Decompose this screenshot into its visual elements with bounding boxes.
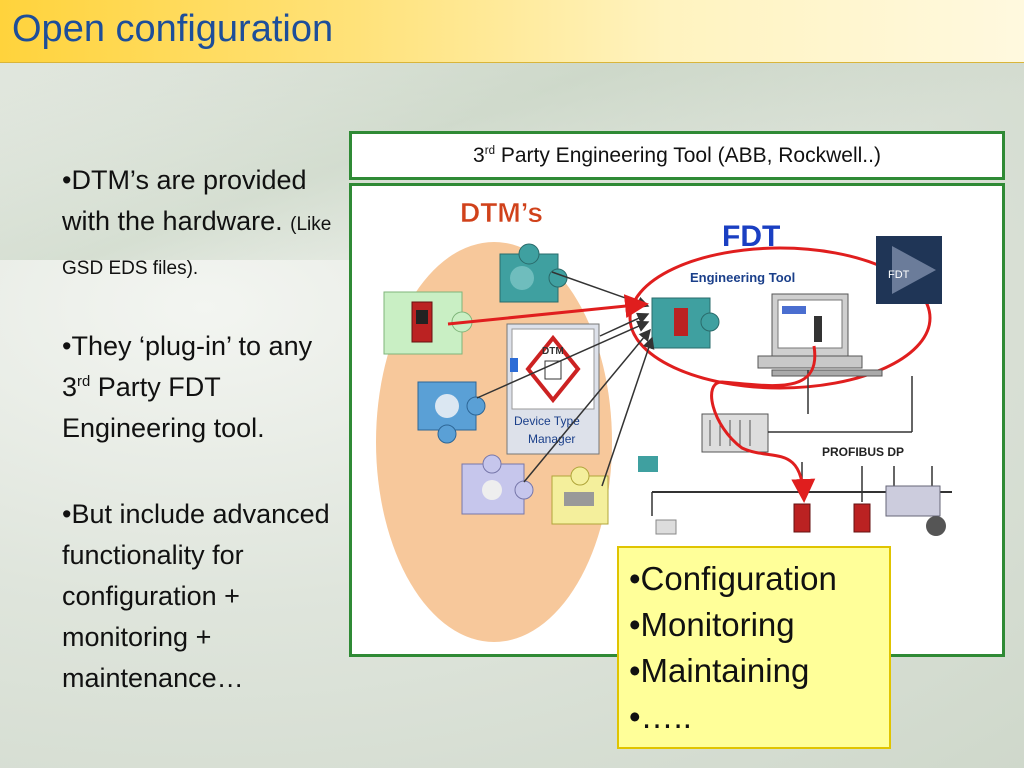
field-device-1 <box>793 503 811 533</box>
sensor-icon <box>638 456 658 472</box>
fdt-logo: FDT <box>876 236 942 304</box>
arrow-blue-to-fdt <box>476 320 650 399</box>
small-device-icon <box>655 519 677 535</box>
feature-monitoring: •Monitoring <box>629 606 795 643</box>
fdt-logo-text: FDT <box>888 269 910 281</box>
bullet-advanced: •But include advanced functionality for … <box>62 494 342 699</box>
red-monitoring-path <box>710 345 817 503</box>
puzzle-piece-lavender <box>461 454 534 515</box>
dtm-device-box: DTM Device Type Manager <box>506 323 600 455</box>
bullet-text-post: Party FDT Engineering tool. <box>62 372 265 443</box>
dtm-box-caption-1: Device Type <box>514 414 580 428</box>
bullet-plug-in: •They ‘plug-in’ to any 3rd Party FDT Eng… <box>62 326 342 449</box>
puzzle-piece-blue <box>417 381 486 444</box>
feature-maintaining: •Maintaining <box>629 652 810 689</box>
tool-header-sup: rd <box>484 145 495 157</box>
dtm-box-caption-2: Manager <box>528 432 575 446</box>
motor-icon <box>926 516 946 536</box>
bullet-text: •DTM’s are provided with the hardware. <box>62 165 307 236</box>
profibus-label: PROFIBUS DP <box>822 445 904 459</box>
bullet-text: •But include advanced functionality for … <box>62 499 330 693</box>
fdt-dtm-diagram: DTM’s FDT DTM Device Type <box>376 197 952 642</box>
arrow-yellow-to-fdt <box>601 336 655 487</box>
plc-rack-icon <box>701 413 769 453</box>
feature-etc: •….. <box>629 698 692 735</box>
engineering-tool-header: 3rd Party Engineering Tool (ABB, Rockwel… <box>349 131 1005 180</box>
io-module-icon <box>885 485 941 517</box>
title-bar: Open configuration <box>0 0 1024 63</box>
engineering-tool-label: Engineering Tool <box>690 270 795 285</box>
dtms-label: DTM’s <box>460 197 543 228</box>
plugged-dtm-puzzle <box>651 297 720 349</box>
puzzle-piece-yellow <box>551 466 609 525</box>
red-arrow-device-to-fdt <box>447 294 649 326</box>
puzzle-piece-teal-top <box>499 243 568 303</box>
dtm-box-title: DTM <box>542 346 564 357</box>
tool-header-suffix: Party Engineering Tool (ABB, Rockwell..) <box>495 144 881 167</box>
field-device-2 <box>853 503 871 533</box>
slide-title: Open configuration <box>12 8 334 50</box>
bullet-sup: rd <box>77 374 91 390</box>
arrow-lavender-to-fdt <box>523 328 651 483</box>
engineering-pc-icon <box>757 293 883 377</box>
bullet-dtm-provided: •DTM’s are provided with the hardware. (… <box>62 160 342 289</box>
tool-header-prefix: 3 <box>473 144 485 167</box>
bullet-note: (Like GSD EDS files). <box>62 214 332 279</box>
feature-configuration: •Configuration <box>629 560 837 597</box>
bullet-text-pre: •They ‘plug-in’ to any 3 <box>62 331 313 402</box>
feature-list-box: •Configuration •Monitoring •Maintaining … <box>617 546 891 749</box>
